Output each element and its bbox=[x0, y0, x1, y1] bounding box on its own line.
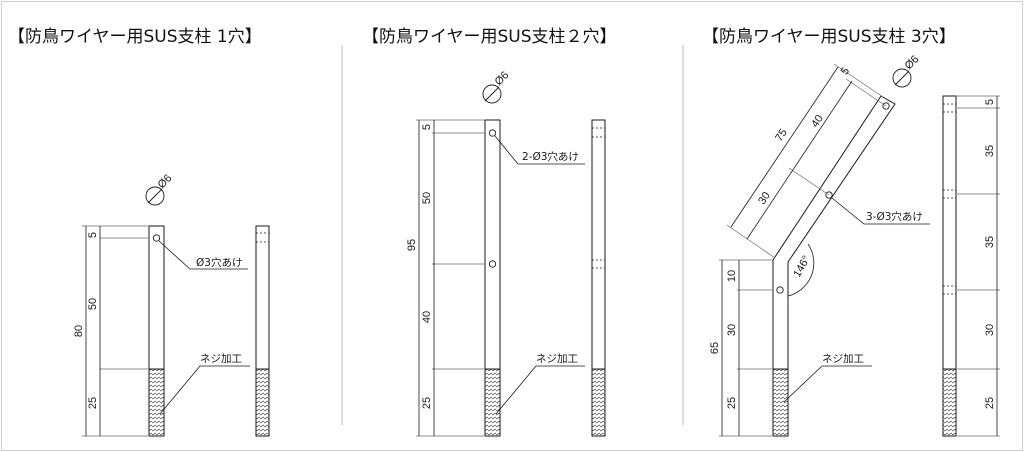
dim-incl-top: 5 bbox=[839, 65, 852, 77]
dim-incl-mid: 40 bbox=[809, 113, 826, 130]
dim-upper: 50 bbox=[87, 298, 99, 310]
panel-1-hole: 【防鳥ワイヤー用SUS支柱 1穴】 Ø6 5 50 25 8 bbox=[8, 27, 270, 437]
hole-callout: 3-Ø3穴あけ bbox=[866, 210, 923, 223]
panel-1-title: 【防鳥ワイヤー用SUS支柱 1穴】 bbox=[8, 27, 262, 47]
bent-pole bbox=[772, 95, 896, 437]
dim-low-10: 10 bbox=[726, 270, 738, 282]
angle-arc bbox=[787, 243, 815, 297]
thread-section bbox=[148, 368, 165, 437]
diameter-symbol bbox=[482, 84, 502, 104]
dim-upper: 50 bbox=[421, 192, 433, 204]
dim-thread: 25 bbox=[87, 397, 99, 409]
angle-label: 146° bbox=[791, 254, 813, 280]
thread-section bbox=[772, 368, 789, 437]
side-dim-30: 30 bbox=[984, 324, 996, 336]
dim-incl-total: 75 bbox=[773, 127, 790, 144]
thread-callout: ネジ加工 bbox=[200, 353, 242, 365]
dim-mid: 40 bbox=[421, 311, 433, 323]
side-dim-5: 5 bbox=[984, 99, 996, 105]
dim-top: 5 bbox=[87, 232, 99, 238]
dim-thread: 25 bbox=[726, 397, 738, 409]
dim-total: 95 bbox=[406, 239, 418, 251]
diameter-symbol bbox=[145, 186, 165, 206]
side-dim-35a: 35 bbox=[984, 145, 996, 157]
dim-total: 80 bbox=[73, 325, 85, 337]
side-dim-35b: 35 bbox=[984, 236, 996, 248]
side-thread-section bbox=[591, 368, 606, 437]
hole-mark-3 bbox=[776, 286, 784, 294]
dim-thread: 25 bbox=[421, 397, 433, 409]
dim-top: 5 bbox=[421, 124, 433, 130]
panel-3-holes: 【防鳥ワイヤー用SUS支柱 3穴】 Ø6 146° 5 40 30 75 bbox=[702, 27, 1000, 437]
dim-low-30: 30 bbox=[726, 324, 738, 336]
side-thread-section bbox=[942, 368, 957, 437]
thread-callout: ネジ加工 bbox=[822, 353, 864, 365]
hole-mark bbox=[152, 234, 161, 242]
panel-2-holes: 【防鳥ワイヤー用SUS支柱２穴】 Ø6 5 5 bbox=[362, 27, 617, 437]
side-dim-25: 25 bbox=[984, 397, 996, 409]
hole-mark-1 bbox=[488, 129, 497, 137]
dim-incl-low: 30 bbox=[756, 190, 773, 207]
diameter-symbol bbox=[892, 68, 912, 88]
panel-3-title: 【防鳥ワイヤー用SUS支柱 3穴】 bbox=[702, 27, 956, 47]
panel-2-title: 【防鳥ワイヤー用SUS支柱２穴】 bbox=[362, 27, 617, 47]
hole-callout: Ø3穴あけ bbox=[196, 256, 242, 269]
hole-mark-2 bbox=[488, 260, 497, 268]
thread-callout: ネジ加工 bbox=[536, 353, 578, 365]
hole-callout: 2-Ø3穴あけ bbox=[522, 150, 579, 163]
diameter-label: Ø6 bbox=[156, 172, 175, 191]
dim-low-total: 65 bbox=[709, 342, 721, 354]
side-thread-section bbox=[255, 368, 270, 437]
thread-section bbox=[484, 368, 501, 437]
